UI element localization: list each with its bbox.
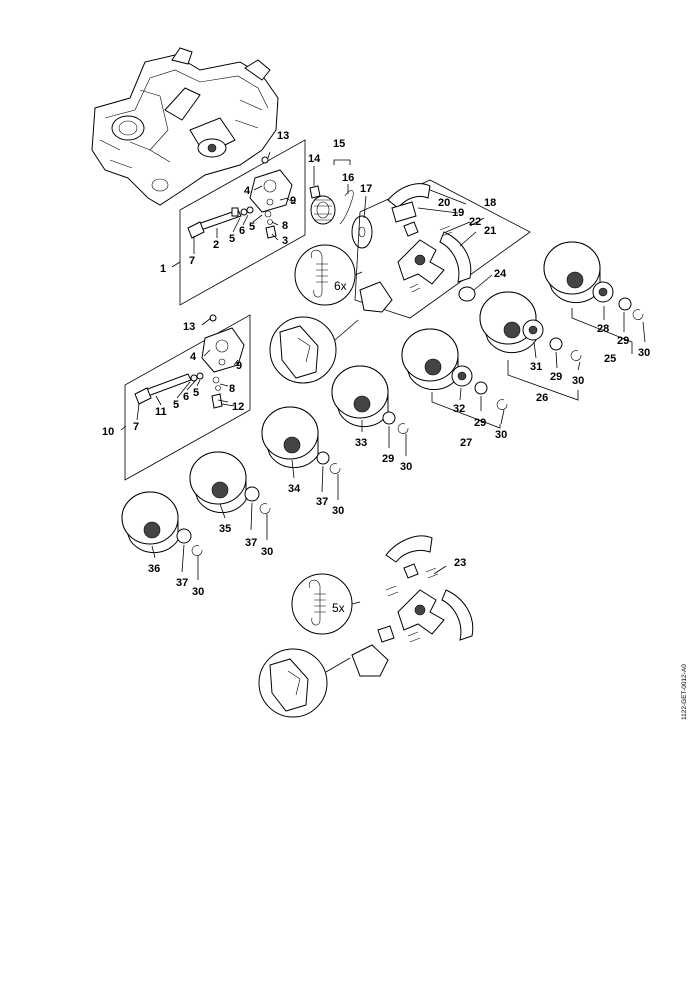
part-label: 30	[261, 546, 273, 558]
part-label: 30	[572, 375, 584, 387]
spring-and-bearing-group	[309, 159, 373, 249]
part-label: 18	[484, 197, 496, 209]
clutch-drum-34	[261, 406, 341, 474]
part-label: 27	[460, 437, 472, 449]
part-label: 5	[173, 399, 179, 411]
part-label: 5	[193, 387, 199, 399]
clutch-assembly-23	[351, 535, 474, 677]
clutch-drum-36	[121, 491, 203, 556]
drawing-code: 1122-GET-0012-A0	[681, 664, 688, 720]
part-label: 3	[282, 235, 288, 247]
crankcase-housing	[91, 47, 279, 206]
oil-pump-group-10	[124, 314, 251, 481]
clutch-drum-35	[189, 451, 271, 514]
part-label: 30	[495, 429, 507, 441]
part-label: 14	[308, 153, 321, 165]
part-label: 37	[245, 537, 257, 549]
needle-cage	[458, 286, 476, 302]
part-label: 30	[332, 505, 344, 517]
part-label: 5	[229, 233, 235, 245]
spring-count-note-5x: 5x	[332, 601, 345, 615]
part-label: 35	[219, 523, 231, 535]
part-label: 13	[183, 321, 195, 333]
part-label: 17	[360, 183, 372, 195]
part-label: 30	[400, 461, 412, 473]
part-label: 7	[189, 255, 195, 267]
shoe-detail-lower	[258, 648, 351, 718]
part-label: 33	[355, 437, 367, 449]
part-label: 4	[190, 351, 197, 363]
part-label: 22	[469, 216, 481, 228]
part-label: 6	[183, 391, 189, 403]
oil-pump-group-1	[179, 139, 306, 306]
part-label: 8	[229, 383, 235, 395]
part-label: 9	[290, 195, 296, 207]
clutch-assembly-18	[354, 179, 531, 319]
part-label: 36	[148, 563, 160, 575]
part-label: 29	[382, 453, 394, 465]
part-label: 16	[342, 172, 354, 184]
part-label: 26	[536, 392, 548, 404]
shoe-detail-upper	[269, 316, 359, 384]
part-number-labels: 1 7 2 5 6 5 3 8 9 4 13 14 15 16 17 18 20…	[102, 130, 650, 598]
part-label: 12	[232, 401, 244, 413]
part-label: 23	[454, 557, 466, 569]
part-label: 28	[597, 323, 609, 335]
part-label: 21	[484, 225, 496, 237]
clutch-drum-25	[543, 241, 644, 320]
part-label: 10	[102, 426, 114, 438]
part-label: 5	[249, 221, 255, 233]
part-label: 29	[550, 371, 562, 383]
part-label: 25	[604, 353, 616, 365]
part-label: 15	[333, 138, 345, 150]
part-label: 6	[239, 225, 245, 237]
part-label: 11	[155, 406, 167, 418]
part-label: 34	[288, 483, 301, 495]
part-label: 7	[133, 421, 139, 433]
part-label: 2	[213, 239, 219, 251]
part-label: 9	[236, 360, 242, 372]
part-label: 37	[316, 496, 328, 508]
spring-detail-5x: 5x	[291, 573, 361, 635]
part-label: 32	[453, 403, 465, 415]
part-label: 37	[176, 577, 188, 589]
part-label: 13	[277, 130, 289, 142]
spring-count-note-6x: 6x	[334, 279, 347, 293]
part-label: 8	[282, 220, 288, 232]
clutch-drum-33	[331, 365, 409, 434]
part-label: 20	[438, 197, 450, 209]
part-label: 29	[474, 417, 486, 429]
part-label: 31	[530, 361, 542, 373]
clutch-drum-27	[401, 328, 508, 410]
leader-lines	[120, 151, 646, 580]
part-label: 24	[494, 268, 507, 280]
spring-detail-6x: 6x	[294, 244, 363, 306]
part-label: 29	[617, 335, 629, 347]
part-label: 4	[244, 185, 251, 197]
part-label: 30	[192, 586, 204, 598]
clutch-drums	[121, 241, 644, 556]
part-label: 19	[452, 207, 464, 219]
clutch-drum-26	[479, 291, 582, 361]
part-label: 1	[160, 263, 166, 275]
part-label: 30	[638, 347, 650, 359]
